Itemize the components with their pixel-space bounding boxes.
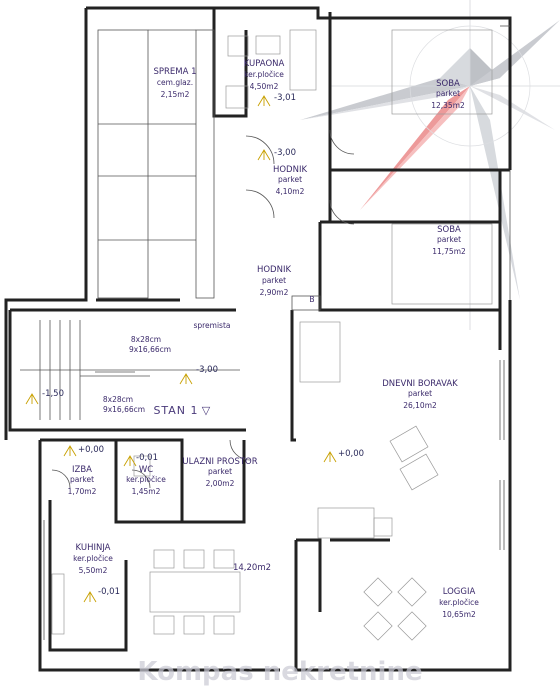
room-area: 2,15m2	[161, 90, 190, 99]
level-wc: -0,01	[136, 453, 158, 463]
room-name: LOGGIA	[443, 587, 476, 597]
room-material: ker.pločice	[73, 554, 113, 563]
room-name: DNEVNI BORAVAK	[382, 379, 458, 389]
room-label-sprema: SPREMA 1 cem.glaz. 2,15m2	[153, 67, 196, 99]
level-markers	[25, 95, 337, 603]
stair-dimension-label: 8x28cm	[103, 395, 133, 404]
room-name: SOBA	[436, 79, 460, 89]
room-name: HODNIK	[257, 265, 291, 275]
room-name: IZBA	[72, 465, 92, 475]
room-material: parket	[437, 235, 461, 244]
room-label-hodnik-2: HODNIK parket 2,90m2	[257, 265, 291, 297]
room-name: HODNIK	[273, 165, 307, 175]
room-material: parket	[408, 389, 432, 398]
room-material: parket	[436, 89, 460, 98]
room-area: 11,75m2	[432, 247, 466, 256]
room-name: KUHINJA	[76, 543, 111, 553]
level-kuhinja: -0,01	[98, 587, 120, 597]
level-hodnik: -3,00	[274, 148, 296, 158]
level-left: -1,50	[42, 389, 64, 399]
room-material: parket	[70, 475, 94, 484]
room-label-ulazni-prostor: ULAZNI PROSTOR parket 2,00m2	[182, 457, 257, 488]
room-label-kuhinja: KUHINJA ker.pločice 5,50m2	[73, 543, 113, 575]
level-kupaona: -3,01	[274, 93, 296, 103]
interior-details	[20, 29, 355, 489]
room-name: ULAZNI PROSTOR	[182, 457, 257, 467]
room-area: 2,00m2	[206, 479, 235, 488]
room-name: WC	[139, 465, 153, 475]
room-material: parket	[262, 276, 286, 285]
watermark-text: Kompas nekretnine	[137, 657, 422, 687]
stair-dimension-label: 9x16,66cm	[129, 345, 171, 354]
room-area: 12,35m2	[431, 101, 465, 110]
room-material: parket	[208, 467, 232, 476]
room-area: 2,90m2	[260, 288, 289, 297]
room-label-soba-1: SOBA parket 12,35m2	[431, 79, 465, 110]
room-area: 1,45m2	[132, 487, 161, 496]
room-labels: SPREMA 1 cem.glaz. 2,15m2 KUPAONA ker.pl…	[68, 59, 480, 619]
free-labels: spremista 8x28cm 9x16,66cm 8x28cm 9x16,6…	[103, 295, 315, 573]
stair-dimension-label: 8x28cm	[131, 335, 161, 344]
room-material: cem.glaz.	[157, 78, 193, 87]
room-area: 4,10m2	[276, 187, 305, 196]
stair-dimension-label: 9x16,66cm	[103, 405, 145, 414]
boiler-mark: B	[309, 295, 314, 304]
level-izba: +0,00	[78, 445, 104, 455]
down-arrow-icon: ▽	[202, 404, 211, 417]
furniture	[51, 29, 493, 641]
room-area: 26,10m2	[403, 401, 437, 410]
room-area: 5,50m2	[79, 566, 108, 575]
room-material: ker.pločice	[244, 70, 284, 79]
room-name: SPREMA 1	[153, 67, 196, 77]
level-dnevni: +0,00	[338, 449, 364, 459]
room-label-izba: IZBA parket 1,70m2	[68, 465, 97, 496]
room-area: 1,70m2	[68, 487, 97, 496]
windows	[43, 25, 511, 640]
room-label-loggia: LOGGIA ker.pločice 10,65m2	[439, 587, 479, 619]
room-label-soba-2: SOBA parket 11,75m2	[432, 225, 466, 256]
room-label-kupaona: KUPAONA ker.pločice 4,50m2	[244, 59, 285, 91]
room-label-hodnik-1: HODNIK parket 4,10m2	[273, 165, 307, 196]
room-material: ker.pločice	[439, 598, 479, 607]
stair-treads	[20, 320, 240, 420]
apartment-label: STAN 1	[153, 404, 198, 417]
compass-rose-icon	[300, 0, 560, 330]
level-labels: -3,01 -3,00 -3,00 -1,50 +0,00 -0,01 +0,0…	[42, 93, 364, 597]
level-stair: -3,00	[196, 365, 218, 375]
room-area: 4,50m2	[250, 82, 279, 91]
room-material: ker.pločice	[126, 475, 166, 484]
spremista-label: spremista	[193, 321, 230, 330]
room-area: 10,65m2	[442, 610, 476, 619]
walls	[4, 6, 512, 672]
room-label-dnevni-boravak: DNEVNI BORAVAK parket 26,10m2	[382, 379, 458, 410]
room-name: SOBA	[437, 225, 461, 235]
dining-area-label: 14,20m2	[233, 563, 271, 573]
room-material: parket	[278, 175, 302, 184]
room-name: KUPAONA	[244, 59, 285, 69]
room-label-wc: WC ker.pločice 1,45m2	[126, 465, 166, 496]
